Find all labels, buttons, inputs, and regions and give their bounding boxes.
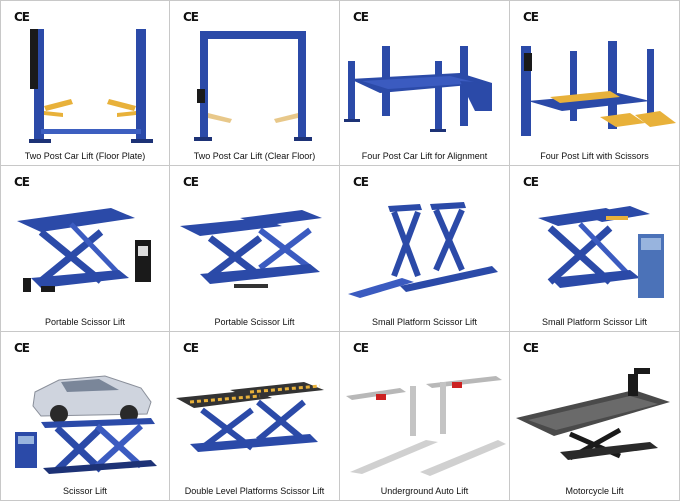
ce-mark: CE bbox=[353, 175, 369, 189]
ce-mark: CE bbox=[353, 341, 369, 355]
portable-scissor-lift-with-pump-image bbox=[17, 208, 151, 292]
ce-mark: CE bbox=[523, 175, 539, 189]
product-caption[interactable]: Small Platform Scissor Lift bbox=[541, 317, 648, 327]
motorcycle-lift-image bbox=[516, 368, 670, 461]
two-post-lift-floor-plate-image bbox=[29, 29, 153, 143]
product-card[interactable]: CE Double Level Platforms Scissor Lift bbox=[170, 332, 340, 501]
product-caption[interactable]: Motorcycle Lift bbox=[565, 486, 624, 496]
product-card[interactable]: CE Four Post Lift with Scissors bbox=[510, 0, 680, 166]
product-card[interactable]: CE Two Post Car Lift (Floor Plate) bbox=[0, 0, 170, 166]
product-card[interactable]: CE Portable Scissor Lift bbox=[0, 166, 170, 332]
underground-auto-lift-image bbox=[346, 376, 506, 476]
ce-mark: CE bbox=[523, 341, 539, 355]
product-card[interactable]: CE Motorcycle Lift bbox=[510, 332, 680, 501]
ce-mark: CE bbox=[523, 10, 539, 24]
small-platform-scissor-lift-image bbox=[348, 202, 498, 298]
ce-mark: CE bbox=[183, 175, 199, 189]
ce-mark: CE bbox=[14, 175, 30, 189]
product-card[interactable]: CE Two Post Car Lift (Clear Floor) bbox=[170, 0, 340, 166]
two-post-lift-clear-floor-image bbox=[194, 31, 312, 141]
ce-mark: CE bbox=[14, 10, 30, 24]
product-card[interactable]: CE Underground Auto Lift bbox=[340, 332, 510, 501]
ce-mark: CE bbox=[353, 10, 369, 24]
product-card[interactable]: CE Four Post Car Lift for Alignment bbox=[340, 0, 510, 166]
four-post-lift-with-scissors-image bbox=[521, 41, 676, 136]
product-caption[interactable]: Portable Scissor Lift bbox=[214, 317, 295, 327]
product-caption[interactable]: Portable Scissor Lift bbox=[44, 317, 126, 327]
ce-mark: CE bbox=[183, 10, 199, 24]
four-post-alignment-lift-image bbox=[344, 46, 492, 132]
product-caption[interactable]: Double Level Platforms Scissor Lift bbox=[184, 486, 325, 496]
product-card[interactable]: CE Small Platform Scissor Lift bbox=[340, 166, 510, 332]
product-caption[interactable]: Four Post Car Lift for Alignment bbox=[361, 151, 488, 161]
portable-scissor-lift-image bbox=[180, 210, 322, 288]
product-caption[interactable]: Scissor Lift bbox=[62, 486, 107, 496]
product-card[interactable]: CE Scissor Lift bbox=[0, 332, 170, 501]
scissor-lift-with-car-image bbox=[15, 375, 157, 474]
product-card[interactable]: CE Small Platform Scissor Lift bbox=[510, 166, 680, 332]
ce-mark: CE bbox=[14, 341, 30, 355]
product-caption[interactable]: Two Post Car Lift (Floor Plate) bbox=[24, 151, 146, 161]
product-caption[interactable]: Small Platform Scissor Lift bbox=[371, 317, 478, 327]
product-caption[interactable]: Two Post Car Lift (Clear Floor) bbox=[193, 151, 316, 161]
product-caption[interactable]: Four Post Lift with Scissors bbox=[540, 151, 649, 161]
small-platform-scissor-lift-with-cabinet-image bbox=[538, 206, 664, 298]
product-caption[interactable]: Underground Auto Lift bbox=[380, 486, 469, 496]
double-level-platform-scissor-lift-image bbox=[176, 382, 324, 452]
product-card[interactable]: CE Portable Scissor Lift bbox=[170, 166, 340, 332]
ce-mark: CE bbox=[183, 341, 199, 355]
